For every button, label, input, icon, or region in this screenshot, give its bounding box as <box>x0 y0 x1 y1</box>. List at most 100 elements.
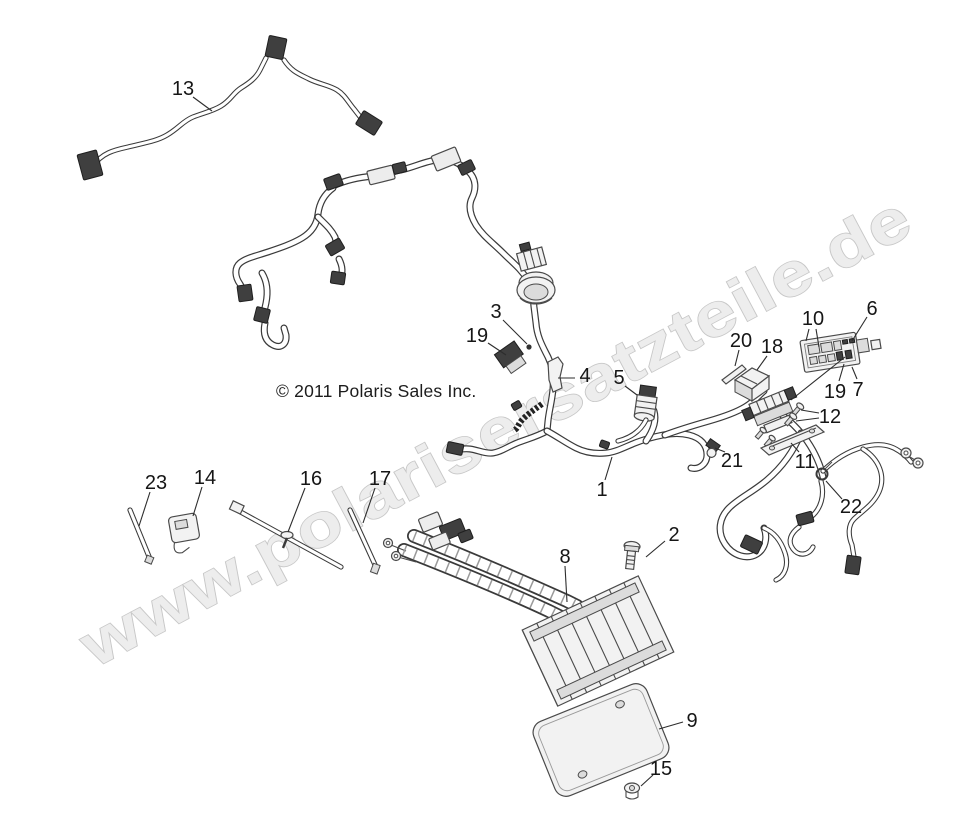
cable-tie-16-art <box>228 500 344 570</box>
callout-leader-2 <box>645 540 666 558</box>
screws-12-art <box>754 402 805 448</box>
bracket-20-art <box>721 364 747 385</box>
regulator-heatsink-art <box>521 575 675 707</box>
connector-block <box>430 146 462 172</box>
callout-label-7: 7 <box>852 379 863 401</box>
main-harness-art <box>232 156 914 583</box>
connector-block <box>329 270 347 286</box>
callout-label-18: 18 <box>761 336 783 358</box>
callout-leader-1 <box>604 456 613 481</box>
callout-leader-12 <box>800 409 820 414</box>
connector-block <box>844 554 862 576</box>
screw-15-art <box>623 782 641 800</box>
relay-18-art <box>733 367 771 403</box>
callout-leader-18 <box>756 355 768 371</box>
callout-label-23: 23 <box>145 472 167 494</box>
callout-label-6: 6 <box>866 298 877 320</box>
screw-3-art <box>526 344 532 350</box>
callout-label-8: 8 <box>559 546 570 568</box>
main-harness-art-core <box>717 430 804 559</box>
cable-tie-17-art <box>347 507 381 575</box>
callout-label-3: 3 <box>490 301 501 323</box>
connector-block <box>428 531 451 551</box>
callout-leader-16 <box>287 487 306 533</box>
callout-leader-22 <box>825 480 843 500</box>
wire-13-art <box>90 55 364 169</box>
callout-leader-9 <box>658 721 684 730</box>
connector-block <box>457 528 474 544</box>
connector-block <box>445 441 465 456</box>
bracket-11-art <box>759 424 826 456</box>
main-harness-art-core <box>233 185 336 294</box>
callout-leader-19 <box>487 342 507 356</box>
connector-block <box>457 159 476 176</box>
callout-leader-17 <box>362 487 376 524</box>
callout-label-9: 9 <box>686 710 697 732</box>
callout-leader-12 <box>795 417 820 422</box>
main-connector-art <box>515 241 556 305</box>
callout-label-1: 1 <box>596 479 607 501</box>
connector-block <box>366 164 396 186</box>
callout-leader-8 <box>564 565 568 603</box>
connector-block <box>76 149 104 181</box>
main-harness-art-core <box>315 214 340 248</box>
callout-leader-6 <box>851 316 868 342</box>
callout-label-13: 13 <box>172 78 194 100</box>
cover-plate-9-art <box>532 683 670 797</box>
connector-block <box>323 173 344 191</box>
connector-block <box>355 110 383 136</box>
callout-leader-10 <box>805 328 810 342</box>
callout-label-12: 12 <box>819 406 841 428</box>
callout-leader-14 <box>192 486 203 517</box>
rod-23-art <box>127 507 155 565</box>
connector-block <box>795 510 815 527</box>
wire-13-art-core <box>91 56 268 168</box>
cable-tie-17-art-core <box>348 508 378 569</box>
bracket-4-art <box>547 356 564 393</box>
callout-label-5: 5 <box>613 367 624 389</box>
callout-leader-5 <box>624 385 638 396</box>
connector-block <box>510 400 523 411</box>
callout-leader-11 <box>790 442 800 453</box>
main-harness-art-core <box>261 320 289 349</box>
wiring-harness-diagram-core <box>616 418 648 443</box>
relay-19-art <box>493 340 527 375</box>
callout-label-20: 20 <box>730 330 752 352</box>
connector-block <box>598 439 611 450</box>
connector-block <box>264 35 288 60</box>
callout-leader-6 <box>790 356 846 401</box>
callout-label-10: 10 <box>802 308 824 330</box>
main-harness-art-core <box>847 447 884 559</box>
regulator-cable-art-core <box>398 544 567 623</box>
callout-leader-23 <box>138 491 151 527</box>
callout-leader-15 <box>640 774 654 787</box>
copyright-text: © 2011 Polaris Sales Inc. <box>276 381 477 401</box>
main-harness-art-core <box>788 525 815 556</box>
bolt-2-art <box>623 540 641 571</box>
connector-block <box>236 283 254 303</box>
callout-label-17: 17 <box>369 468 391 490</box>
rod-23-art-core <box>128 508 152 561</box>
callout-label-22: 22 <box>840 496 862 518</box>
ring-terminals-art <box>900 447 924 469</box>
callout-leader-19 <box>838 363 845 382</box>
main-harness-art-core <box>451 428 550 456</box>
connector-block <box>417 511 444 533</box>
callout-label-21: 21 <box>721 450 743 472</box>
callout-label-11: 11 <box>795 451 816 473</box>
callout-label-19: 19 <box>466 325 488 347</box>
callout-label-16: 16 <box>300 468 322 490</box>
callout-label-15: 15 <box>650 758 672 780</box>
callout-label-14: 14 <box>194 467 216 489</box>
ecm-connector-art <box>741 386 798 434</box>
callout-label-2: 2 <box>668 524 679 546</box>
wire-13-art-core <box>282 58 363 120</box>
callout-leader-10 <box>815 328 820 348</box>
connector-block <box>391 161 408 175</box>
regulator-cable-art <box>382 529 584 624</box>
connector-block <box>325 237 345 257</box>
clamp-22-art <box>815 461 833 481</box>
connector-block <box>253 306 271 324</box>
